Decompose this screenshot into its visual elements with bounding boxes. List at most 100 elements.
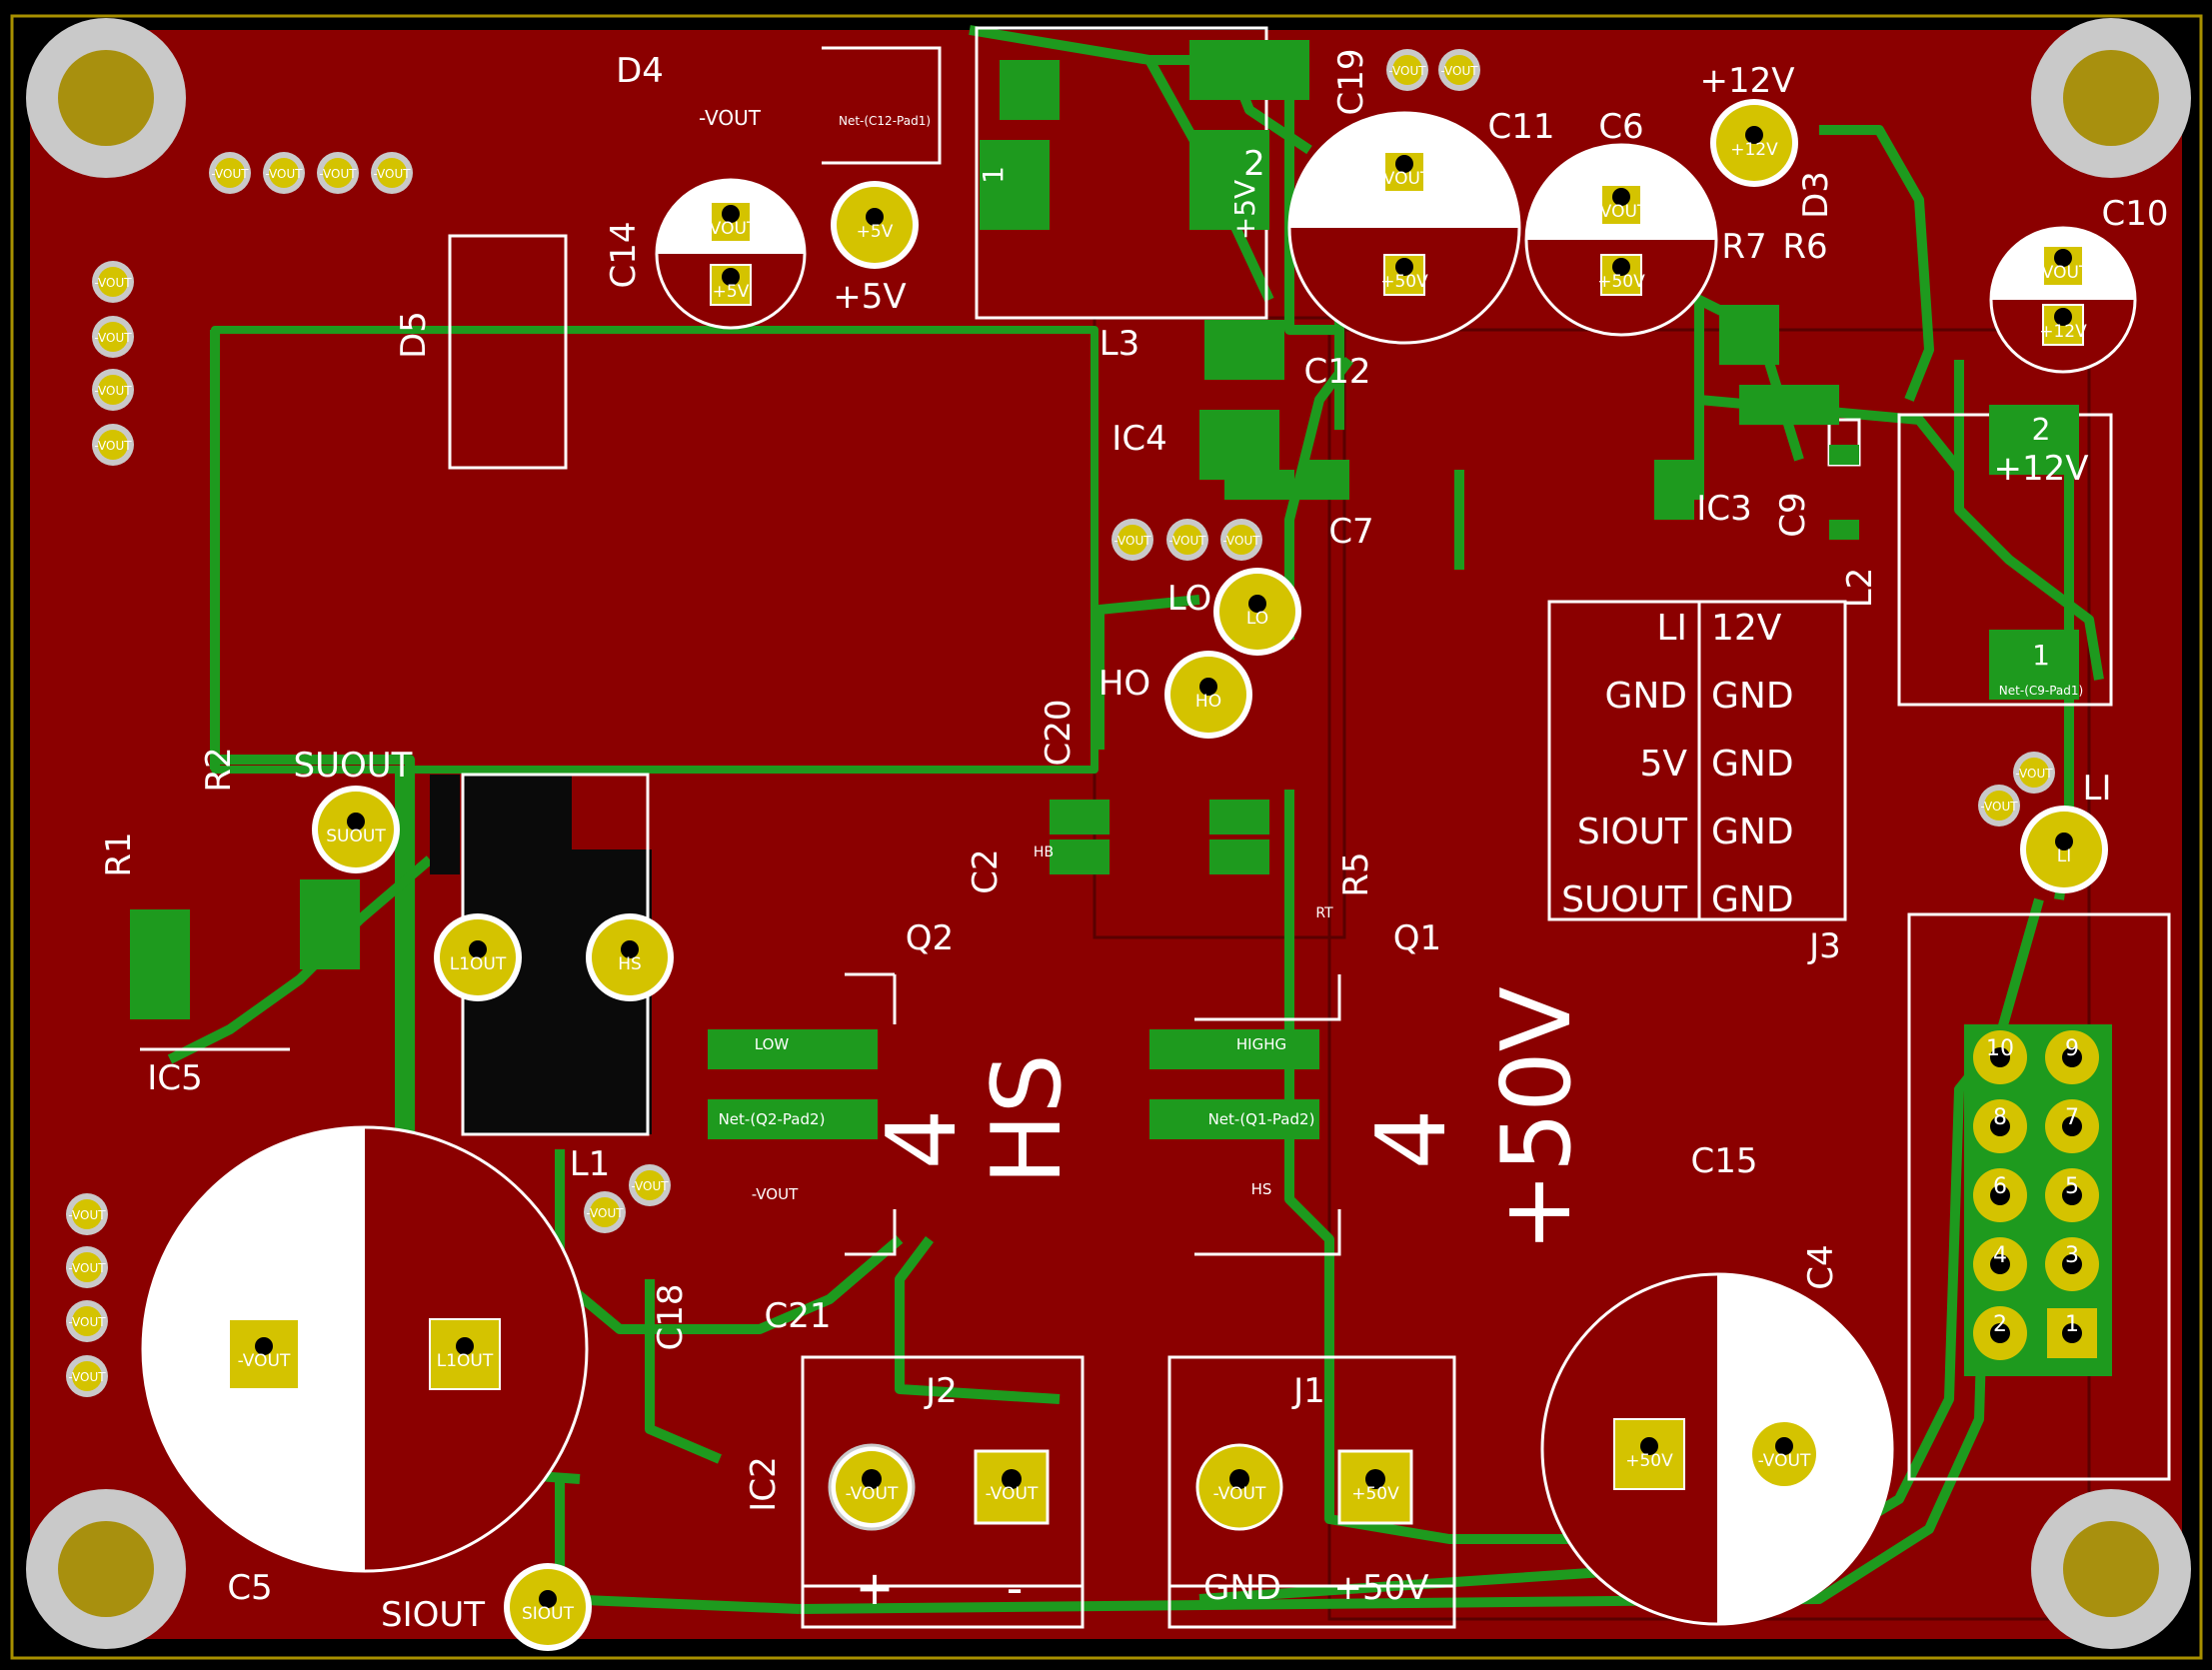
smd-pad: [708, 1029, 878, 1069]
ref-c18: C18: [651, 1283, 691, 1350]
pad-label-q2-vout: -VOUT: [752, 1185, 799, 1203]
svg-text:1: 1: [2065, 1312, 2079, 1337]
svg-text:-VOUT: -VOUT: [94, 276, 132, 290]
net-label-siout: SIOUT: [381, 1595, 485, 1635]
via-vout: -VOUT: [66, 1193, 108, 1235]
j3-right-cell: GND: [1711, 879, 1794, 920]
smd-pad: [1719, 305, 1779, 365]
smd-pad: [708, 1099, 878, 1139]
svg-text:3: 3: [2065, 1243, 2079, 1268]
ref-l1: L1: [570, 1144, 611, 1184]
svg-text:L1OUT: L1OUT: [437, 1351, 494, 1371]
smd-pad: [1989, 405, 2079, 475]
ref-c12: C12: [1303, 352, 1370, 392]
svg-text:-VOUT: -VOUT: [265, 167, 303, 181]
pad-c5-vout: -VOUT: [228, 1318, 300, 1390]
pad-suout: SUOUT: [312, 786, 400, 873]
ref-ic4: IC4: [1111, 419, 1166, 459]
pad-hs: HS: [586, 913, 674, 1001]
j3-left-cell: LI: [1656, 608, 1687, 649]
via-vout: -VOUT: [1978, 785, 2020, 827]
ref-l2: L2: [1840, 568, 1880, 609]
svg-text:-VOUT: -VOUT: [94, 384, 132, 398]
ref-j3: J3: [1807, 926, 1841, 966]
svg-text:-VOUT: -VOUT: [1213, 1484, 1266, 1504]
header-pin: 4: [1973, 1237, 2027, 1291]
j3-left-cell: GND: [1604, 676, 1687, 717]
j3-right-cell: GND: [1711, 812, 1794, 852]
svg-text:SUOUT: SUOUT: [326, 827, 386, 846]
svg-text:SIOUT: SIOUT: [522, 1604, 575, 1624]
header-pin: 7: [2045, 1099, 2099, 1153]
pad-c6-50v: +50V: [1597, 254, 1645, 296]
pad-label-l3-2: 2: [1243, 144, 1265, 184]
pad-label-net-q2: Net-(Q2-Pad2): [719, 1110, 826, 1128]
pad-label-net-c9: Net-(C9-Pad1): [1999, 684, 2083, 698]
j3-right-cell: GND: [1711, 744, 1794, 785]
smd-pad: [1739, 385, 1839, 425]
ref-c15: C15: [1690, 1141, 1757, 1181]
big-label-50v: +50V: [1482, 986, 1592, 1251]
svg-text:+12V: +12V: [1730, 140, 1778, 160]
svg-text:-VOUT: -VOUT: [2015, 767, 2053, 781]
ref-r7: R7: [1721, 227, 1766, 267]
pad-label-q1-hs: HS: [1251, 1180, 1272, 1198]
header-pin: 6: [1973, 1168, 2027, 1222]
svg-text:7: 7: [2065, 1105, 2079, 1130]
svg-text:6: 6: [1993, 1174, 2007, 1199]
pad-c6-vout: -VOUT: [1595, 184, 1648, 226]
pad-label-highg: HIGHG: [1236, 1035, 1286, 1053]
net-label-50v: +50V: [1333, 1568, 1428, 1608]
net-label-ho: HO: [1099, 664, 1150, 704]
pad-c11-vout: -VOUT: [1378, 151, 1431, 193]
ref-j2: J2: [924, 1371, 958, 1411]
svg-text:-VOUT: -VOUT: [986, 1484, 1039, 1504]
ref-c6: C6: [1598, 107, 1643, 147]
svg-text:-VOUT: -VOUT: [846, 1484, 899, 1504]
via-vout: -VOUT: [66, 1246, 108, 1288]
capacitor-bodies: [141, 111, 2137, 1626]
pad-siout: SIOUT: [504, 1563, 592, 1651]
via-vout: -VOUT: [1166, 519, 1208, 561]
svg-text:-VOUT: -VOUT: [1595, 202, 1648, 222]
svg-text:9: 9: [2065, 1036, 2079, 1061]
pad-c14-vout: -VOUT: [705, 201, 758, 243]
ref-c11: C11: [1487, 107, 1554, 147]
svg-text:HS: HS: [618, 954, 642, 974]
ref-c10: C10: [2101, 194, 2168, 234]
svg-text:4: 4: [1993, 1243, 2007, 1268]
smd-pad: [130, 909, 190, 1019]
svg-text:+50V: +50V: [1380, 272, 1428, 292]
pad-j2-1: -VOUT: [986, 1469, 1039, 1504]
header-pin: 1: [2047, 1308, 2097, 1358]
smd-pad: [1204, 320, 1284, 380]
smd-pad: [1224, 470, 1294, 500]
svg-text:LO: LO: [1246, 609, 1268, 629]
via-vout: -VOUT: [1111, 519, 1153, 561]
ref-c4: C4: [1801, 1244, 1841, 1289]
board-edge: [10, 14, 2203, 1660]
svg-text:10: 10: [1986, 1036, 2014, 1061]
svg-text:-VOUT: -VOUT: [1378, 169, 1431, 189]
header-pin: 9: [2045, 1030, 2099, 1084]
svg-text:-VOUT: -VOUT: [68, 1261, 106, 1275]
mounting-hole-tl: [26, 18, 186, 178]
via-vout: -VOUT: [66, 1300, 108, 1342]
smd-pad: [300, 879, 360, 969]
ref-r6: R6: [1782, 227, 1827, 267]
smd-pad: [1189, 130, 1269, 230]
pad-label-l3-5v: +5V: [1228, 180, 1261, 240]
ref-c9: C9: [1773, 492, 1813, 537]
svg-text:8: 8: [1993, 1105, 2007, 1130]
ref-q1: Q1: [1393, 918, 1441, 958]
mounting-hole-tr: [2031, 18, 2191, 178]
svg-text:+50V: +50V: [1351, 1484, 1399, 1504]
j3-left-cell: 5V: [1639, 744, 1687, 785]
ref-q2: Q2: [906, 918, 954, 958]
svg-text:HO: HO: [1195, 692, 1221, 712]
pad-label-d4-vout: -VOUT: [699, 106, 762, 130]
svg-text:-VOUT: -VOUT: [319, 167, 357, 181]
via-vout: -VOUT: [584, 1191, 626, 1233]
